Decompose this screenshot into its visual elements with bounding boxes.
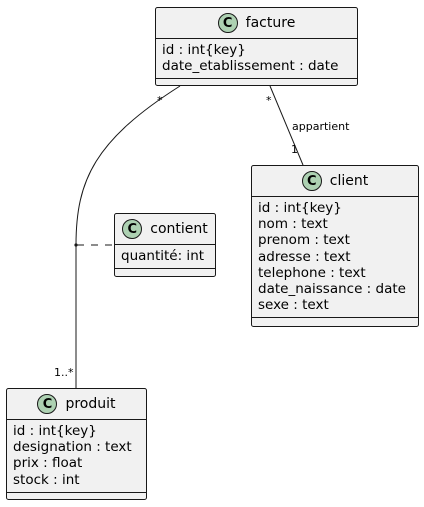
multiplicity-facture-produit: * xyxy=(157,94,163,107)
class-header: C produit xyxy=(7,389,146,420)
facture-produit-association xyxy=(75,85,181,388)
attribute-list: id : int{key} nom : text prenom : text a… xyxy=(252,197,418,319)
attribute: id : int{key} xyxy=(258,200,342,216)
class-name: client xyxy=(329,173,369,189)
class-contient[interactable]: C contient quantité: int xyxy=(114,213,216,277)
method-list xyxy=(252,318,418,325)
class-name: contient xyxy=(150,221,208,237)
attribute: telephone : text xyxy=(258,264,366,281)
association-label-appartient: appartient xyxy=(292,120,350,133)
class-produit[interactable]: C produit id : int{key} designation : te… xyxy=(6,388,147,500)
attribute-list: quantité: int xyxy=(115,245,215,270)
attribute: nom : text xyxy=(258,216,328,233)
class-name: facture xyxy=(245,15,296,31)
class-header: C facture xyxy=(156,8,357,39)
class-name: produit xyxy=(65,396,116,412)
facture-client-association xyxy=(269,85,304,166)
multiplicity-client: 1 xyxy=(291,143,298,156)
attribute: adresse : text xyxy=(258,248,351,265)
method-list xyxy=(115,269,215,276)
attribute-list: id : int{key} designation : text prix : … xyxy=(7,420,146,493)
attribute: designation : text xyxy=(13,439,132,456)
attribute: prenom : text xyxy=(258,232,350,249)
class-client[interactable]: C client id : int{key} nom : text prenom… xyxy=(251,165,419,327)
method-list xyxy=(7,493,146,500)
class-stereotype-icon: C xyxy=(217,13,238,33)
attribute: quantité: int xyxy=(121,248,205,264)
class-header: C contient xyxy=(115,214,215,245)
attribute: sexe : text xyxy=(258,297,329,314)
attribute: prix : float xyxy=(13,455,83,472)
attribute: date_etablissement : date xyxy=(162,58,339,75)
association-point xyxy=(74,243,78,247)
class-facture[interactable]: C facture id : int{key} date_etablisseme… xyxy=(155,7,358,86)
attribute: id : int{key} xyxy=(162,42,246,58)
attribute: stock : int xyxy=(13,471,80,488)
method-list xyxy=(156,79,357,86)
attribute-list: id : int{key} date_etablissement : date xyxy=(156,39,357,80)
class-stereotype-icon: C xyxy=(122,219,143,239)
class-stereotype-icon: C xyxy=(37,394,58,414)
attribute: id : int{key} xyxy=(13,423,97,439)
multiplicity-facture-client: * xyxy=(266,94,272,107)
attribute: date_naissance : date xyxy=(258,281,406,298)
multiplicity-produit: 1..* xyxy=(54,366,74,379)
class-stereotype-icon: C xyxy=(301,171,322,191)
class-header: C client xyxy=(252,166,418,197)
